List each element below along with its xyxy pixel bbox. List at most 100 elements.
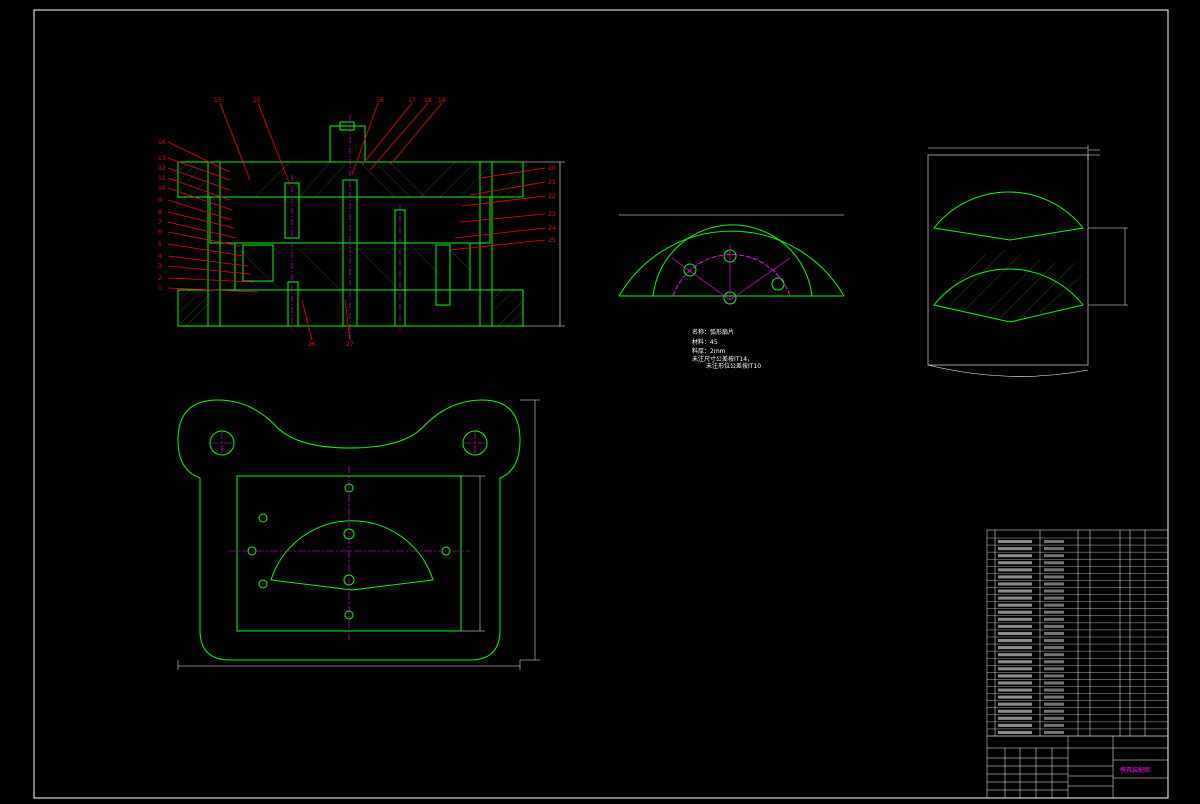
balloon-top-3: 16	[376, 97, 384, 104]
balloon-left-13: 2	[158, 275, 162, 282]
bom-row-text-mark	[998, 695, 1032, 699]
bom-row-text-mark	[998, 631, 1032, 635]
balloon-right-3: 22	[548, 193, 556, 200]
bom-row-material-mark	[1044, 603, 1064, 607]
bom-row-material-mark	[1044, 667, 1064, 671]
balloon-top-2: 15	[253, 97, 261, 104]
section-leaders	[167, 102, 546, 341]
bom-row-text-mark	[998, 540, 1032, 544]
balloon-top-4: 17	[408, 97, 416, 104]
part-drawing-sector	[618, 214, 845, 305]
note-material: 材料：45	[692, 338, 718, 346]
bom-row-text-mark	[998, 723, 1032, 727]
balloon-left-1: 16	[158, 139, 166, 146]
bom-row-material-mark	[1044, 631, 1064, 635]
section-balloon-labels: 15 15 16 17 18 19 16 13 12 11 10 9 8 7 6…	[158, 97, 556, 348]
bom-row-text-mark	[998, 667, 1032, 671]
note-part-name: 名称：弧形扇片	[692, 328, 734, 336]
bom-row-text-mark	[998, 582, 1032, 586]
bom-row-material-mark	[1044, 681, 1064, 685]
plan-centerlines	[210, 431, 487, 640]
bom-table	[987, 537, 1168, 737]
bom-row-material-mark	[1044, 624, 1064, 628]
bom-row-text-mark	[998, 674, 1032, 678]
bom-row-text-mark	[998, 639, 1032, 643]
bom-row-text-mark	[998, 561, 1032, 565]
bom-row-material-mark	[1044, 695, 1064, 699]
balloon-left-6: 9	[158, 197, 162, 204]
balloon-bottom-2: 27	[346, 341, 354, 348]
balloon-left-2: 13	[158, 155, 166, 162]
bom-row-text-mark	[998, 547, 1032, 551]
balloon-bottom-1: 26	[308, 341, 316, 348]
bom-row-material-mark	[1044, 554, 1064, 558]
title-block	[986, 529, 1169, 799]
bom-row-material-mark	[1044, 596, 1064, 600]
bom-row-material-mark	[1044, 582, 1064, 586]
balloon-left-5: 10	[158, 185, 166, 192]
bom-row-material-mark	[1044, 688, 1064, 692]
bom-row-text-mark	[998, 646, 1032, 650]
section-dimensions	[523, 161, 565, 327]
note-tolerance-1: 未注尺寸公差按IT14，	[692, 355, 753, 363]
bom-row-text-mark	[998, 603, 1032, 607]
bom-row-material-mark	[1044, 639, 1064, 643]
balloon-right-1: 20	[548, 165, 556, 172]
note-thickness: 料厚：2mm	[692, 347, 726, 355]
bom-row-material-mark	[1044, 561, 1064, 565]
drawing-frame	[33, 9, 1169, 799]
section-centerlines	[291, 115, 401, 340]
bom-row-material-mark	[1044, 540, 1064, 544]
bom-row-text-mark	[998, 589, 1032, 593]
strip-layout-view	[927, 145, 1128, 377]
balloon-top-6: 19	[438, 97, 446, 104]
bom-row-material-mark	[1044, 702, 1064, 706]
bom-row-material-mark	[1044, 709, 1064, 713]
balloon-right-4: 23	[548, 211, 556, 218]
bom-row-material-mark	[1044, 547, 1064, 551]
balloon-left-12: 3	[158, 263, 162, 270]
bom-row-text-mark	[998, 702, 1032, 706]
note-tolerance-2: 未注形位公差按IT10	[706, 362, 761, 370]
balloon-right-6: 25	[548, 237, 556, 244]
bom-row-material-mark	[1044, 653, 1064, 657]
bom-row-text-mark	[998, 660, 1032, 664]
plan-dimensions	[177, 399, 540, 670]
balloon-left-10: 5	[158, 241, 162, 248]
bom-row-material-mark	[1044, 674, 1064, 678]
balloon-left-8: 7	[158, 219, 162, 226]
balloon-top-1: 15	[214, 97, 222, 104]
bom-row-text-mark	[998, 610, 1032, 614]
bom-row-text-mark	[998, 617, 1032, 621]
bom-row-text-mark	[998, 716, 1032, 720]
bom-row-material-mark	[1044, 589, 1064, 593]
part-notes: 名称：弧形扇片 材料：45 料厚：2mm 未注尺寸公差按IT14， 未注形位公差…	[692, 328, 761, 370]
balloon-left-3: 12	[158, 165, 166, 172]
bom-row-material-mark	[1044, 568, 1064, 572]
bom-row-text-mark	[998, 554, 1032, 558]
balloon-left-14: 1	[158, 285, 162, 292]
bom-row-material-mark	[1044, 617, 1064, 621]
balloon-right-2: 21	[548, 179, 556, 186]
balloon-top-5: 18	[424, 97, 432, 104]
bom-row-material-mark	[1044, 723, 1064, 727]
bom-row-material-mark	[1044, 646, 1064, 650]
bom-row-text-mark	[998, 730, 1032, 734]
bom-row-material-mark	[1044, 660, 1064, 664]
bom-row-material-mark	[1044, 730, 1064, 734]
balloon-left-9: 6	[158, 229, 162, 236]
bom-row-text-mark	[998, 653, 1032, 657]
bom-row-text-mark	[998, 681, 1032, 685]
bom-row-text-mark	[998, 568, 1032, 572]
bom-row-material-mark	[1044, 610, 1064, 614]
bom-row-text-mark	[998, 575, 1032, 579]
bom-row-material-mark	[1044, 575, 1064, 579]
balloon-left-4: 11	[158, 175, 166, 182]
bom-row-text-mark	[998, 596, 1032, 600]
bom-row-text-mark	[998, 624, 1032, 628]
bom-row-text-mark	[998, 688, 1032, 692]
bom-row-material-mark	[1044, 716, 1064, 720]
balloon-left-11: 4	[158, 253, 162, 260]
